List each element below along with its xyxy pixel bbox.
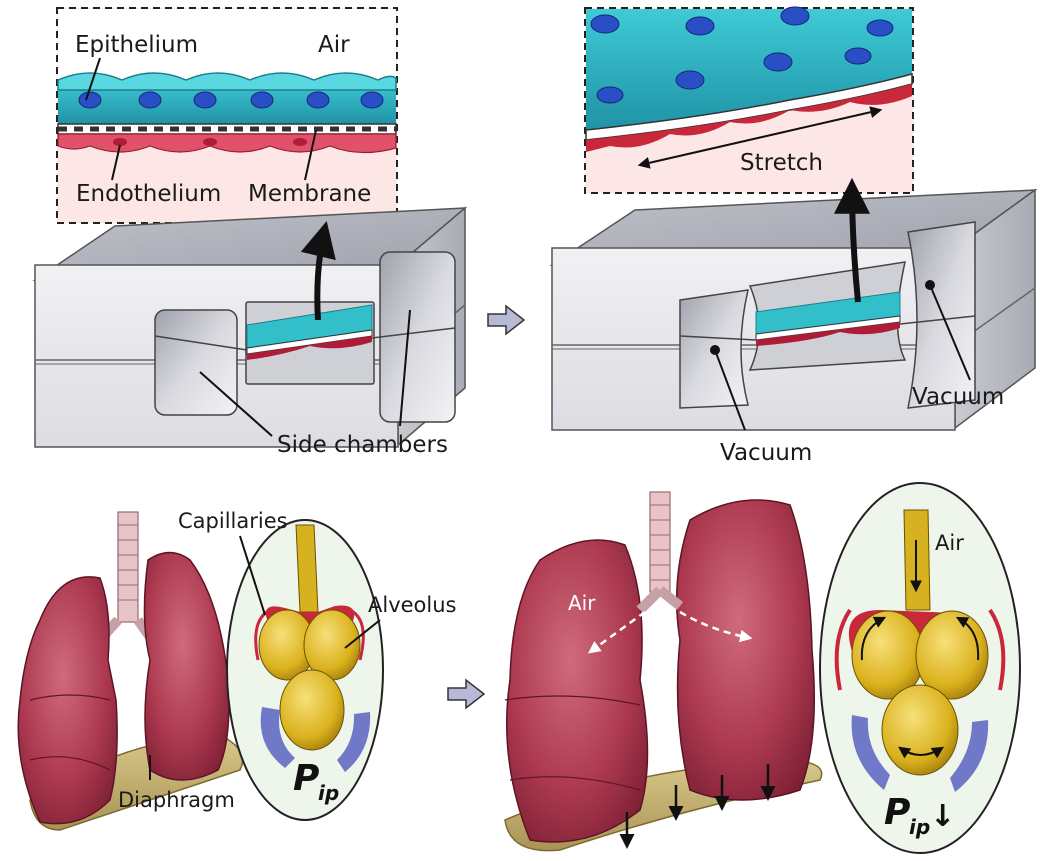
air-lungs-label: Air bbox=[568, 591, 596, 615]
endothelium-label: Endothelium bbox=[76, 181, 221, 207]
transition-arrow-top bbox=[487, 304, 526, 336]
vacuum-left-label: Vacuum bbox=[720, 440, 812, 466]
side-chambers-label: Side chambers bbox=[277, 432, 448, 458]
endothelium-layer bbox=[57, 133, 397, 154]
air-inset-label: Air bbox=[935, 531, 964, 555]
pip-right-subscript: ip bbox=[909, 815, 930, 839]
membrane-layer bbox=[57, 123, 397, 135]
device-left: Side chambers bbox=[32, 206, 468, 458]
pip-left-subscript: ip bbox=[318, 781, 339, 805]
top-right-inset: Stretch bbox=[584, 6, 914, 194]
transition-arrow-bottom bbox=[447, 678, 486, 710]
lungs-left: P ip Capillaries Alveolus Diaphragm bbox=[17, 509, 456, 831]
membrane-label: Membrane bbox=[248, 181, 371, 207]
epithelium-layer bbox=[57, 72, 397, 124]
top-left-inset: Epithelium Air Endothelium Membrane bbox=[56, 7, 398, 224]
vacuum-right-label: Vacuum bbox=[912, 384, 1004, 410]
stretch-label: Stretch bbox=[740, 150, 823, 176]
diaphragm-label: Diaphragm bbox=[118, 788, 235, 812]
pip-right-down-arrow: ↓ bbox=[930, 799, 955, 834]
pip-left-symbol: P bbox=[293, 758, 319, 799]
air-label: Air bbox=[318, 32, 350, 58]
device-right: Vacuum Vacuum bbox=[549, 177, 1038, 466]
capillaries-label: Capillaries bbox=[178, 509, 288, 533]
pip-right-symbol: P bbox=[884, 792, 910, 833]
lungs-right: Air P ip ↓ Air bbox=[504, 482, 1021, 854]
alveolus-label: Alveolus bbox=[368, 593, 456, 617]
epithelium-label: Epithelium bbox=[75, 32, 198, 58]
